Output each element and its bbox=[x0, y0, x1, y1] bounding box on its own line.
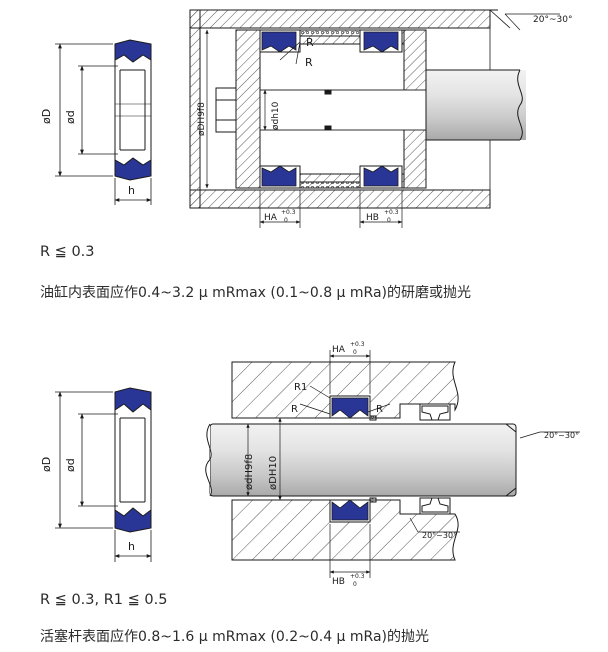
seal-top bbox=[114, 39, 152, 63]
fig1-radius-note: R ≦ 0.3 bbox=[40, 244, 95, 260]
fig2-HB-zero: 0 bbox=[353, 581, 357, 588]
fig1-R-lower: R bbox=[305, 56, 313, 69]
fig1-dim-h: h bbox=[128, 184, 135, 197]
fig2-dim-D: øD bbox=[40, 457, 53, 472]
fig2-DH10: øDH10 bbox=[268, 456, 279, 490]
fig2-HA-tol: +0.3 bbox=[350, 341, 365, 348]
fig2-rod-seals bbox=[331, 397, 369, 521]
fig2-angle-2: 20°~30° bbox=[422, 531, 457, 540]
fig1-angle: 20°~30° bbox=[533, 15, 572, 25]
fig2-seal-dims bbox=[55, 391, 152, 562]
fig2-HB-tol: +0.3 bbox=[350, 573, 365, 580]
fig2-seal-section bbox=[114, 387, 152, 533]
fig1-assembly bbox=[189, 9, 526, 209]
fig2-dim-h: h bbox=[128, 540, 135, 553]
fig2-HA-zero: 0 bbox=[353, 349, 357, 356]
fig1-seal-dims bbox=[55, 43, 152, 205]
fig1-HA-zero: 0 bbox=[284, 217, 288, 224]
fig2-R-left: R bbox=[291, 404, 298, 415]
fig1-seal-section bbox=[114, 39, 152, 181]
fig1-HB: HB bbox=[366, 213, 379, 223]
fig2-R1: R1 bbox=[294, 382, 307, 393]
fig1-dim-D: øD bbox=[40, 109, 53, 124]
fig1-HA-tol: +0.3 bbox=[281, 209, 296, 216]
fig1-HB-zero: 0 bbox=[387, 217, 391, 224]
fig2-assembly-dims bbox=[246, 350, 580, 578]
fig1-R-upper: R bbox=[306, 36, 314, 49]
fig2-wipers bbox=[421, 405, 449, 513]
fig1-dh10: ødh10 bbox=[271, 101, 281, 130]
fig2-HA: HA bbox=[332, 345, 346, 355]
fig2-dH9f8: ødH9f8 bbox=[244, 454, 255, 490]
fig1-finish-note: 油缸内表面应作0.4~3.2 μ mRmax (0.1~0.8 μ mRa)的研… bbox=[40, 285, 472, 301]
fig2-dim-d: ød bbox=[64, 458, 77, 472]
fig2-R-right: R bbox=[376, 404, 383, 415]
seal-bottom bbox=[114, 157, 152, 181]
fig1-assembly-seals bbox=[261, 31, 399, 187]
fig2-assembly bbox=[205, 361, 517, 561]
fig1-DH9f8: øDH9f8 bbox=[197, 102, 207, 136]
fig2-HB: HB bbox=[332, 577, 345, 587]
fig1-assembly-dims bbox=[205, 13, 560, 228]
fig1-HA: HA bbox=[264, 213, 278, 223]
fig1-HB-tol: +0.3 bbox=[384, 209, 399, 216]
fig2-finish-note: 活塞杆表面应作0.8~1.6 μ mRmax (0.2~0.4 μ mRa)的抛… bbox=[40, 629, 430, 645]
fig1-dim-d: ød bbox=[64, 110, 77, 124]
fig2-radius-note: R ≦ 0.3, R1 ≦ 0.5 bbox=[40, 592, 168, 608]
fig2-angle-1: 20°~30° bbox=[544, 431, 579, 440]
